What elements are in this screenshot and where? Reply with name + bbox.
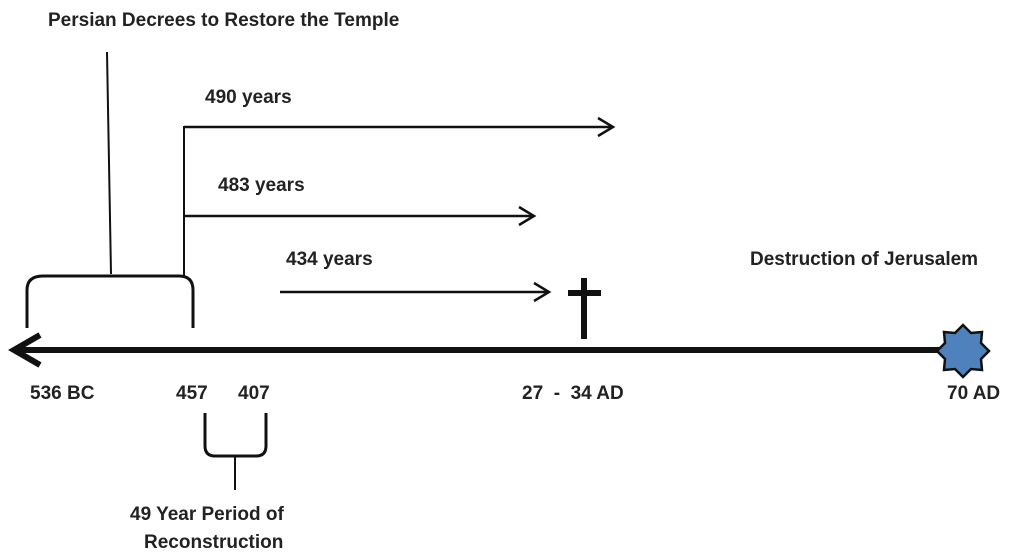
span-483-arrowhead [518,205,537,227]
span-490-arrowhead [597,116,616,138]
timeline-left-arrowhead [7,332,42,368]
decrees-bracket [25,274,195,328]
period-label-line1: 49 Year Period of [130,504,285,525]
span-434-arrowhead [533,281,552,303]
destruction-label: Destruction of Jerusalem [750,249,978,270]
diagram-title: Persian Decrees to Restore the Temple [48,10,399,31]
date-27-34-ad: 27 - 34 AD [522,383,624,404]
date-70-ad: 70 AD [947,383,1000,404]
span-483-label: 483 years [218,175,305,196]
title-connector-line [106,51,112,275]
date-407: 407 [238,383,270,404]
span-490-label: 490 years [205,87,292,108]
date-457: 457 [176,383,208,404]
reconstruction-bracket [203,413,268,458]
star-of-david-icon [935,323,991,379]
cross-icon [568,278,601,339]
period-label-line2: Reconstruction [144,532,283,553]
span-434-label: 434 years [286,249,373,270]
date-536-bc: 536 BC [30,383,95,404]
